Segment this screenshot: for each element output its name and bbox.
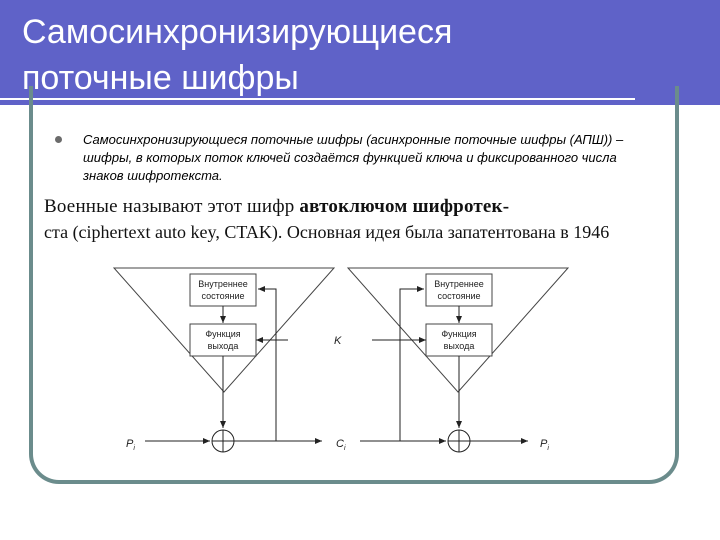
left-func-label-2: выхода [208, 341, 239, 351]
left-cipher-unit: Внутреннее состояние Функция выхода [112, 267, 336, 453]
right-func-label-2: выхода [444, 341, 475, 351]
right-plaintext-label: Pi [540, 438, 549, 452]
right-feedback-arrow [399, 286, 424, 441]
title-underline [0, 98, 635, 100]
slide-title-line1: Самосинхронизирующиеся [22, 13, 453, 51]
left-state-label-1: Внутреннее [198, 279, 248, 289]
left-state-label-2: состояние [201, 291, 244, 301]
key-label: K [334, 335, 342, 347]
right-func-label-1: Функция [441, 329, 476, 339]
right-triangle [346, 267, 570, 393]
right-func-box [425, 323, 493, 357]
left-triangle [112, 267, 336, 393]
left-plaintext-label: Pi [126, 438, 135, 452]
left-plaintext-sub: i [133, 445, 135, 452]
definition-text: Самосинхронизирующиеся поточные шифры (а… [83, 132, 624, 183]
scanned-text-line1-bold: автоключом шифротек- [299, 196, 510, 217]
ciphertext-sub: i [344, 445, 346, 452]
scanned-text-line2: ста (ciphertext auto key, CTAK). Основна… [44, 222, 610, 242]
scanned-text-line1-plain: Военные называют этот шифр [44, 196, 300, 217]
right-cipher-unit: Внутреннее состояние Функция выхода [346, 267, 570, 453]
content-frame [29, 86, 679, 484]
left-state-box [189, 273, 257, 307]
bullet-dot [55, 136, 62, 143]
ciphertext-letter: C [336, 438, 344, 450]
left-func-label-1: Функция [205, 329, 240, 339]
slide-title-line2: поточные шифры [22, 59, 299, 97]
left-feedback-arrow [258, 286, 277, 441]
right-state-label-2: состояние [437, 291, 480, 301]
scanned-text-line1: Военные называют этот шифр автоключом ши… [44, 196, 684, 218]
right-state-label-1: Внутреннее [434, 279, 484, 289]
frame-right-cap [675, 86, 679, 102]
right-plaintext-letter: P [540, 438, 548, 450]
frame-left-cap [29, 86, 33, 102]
left-plaintext-letter: P [126, 438, 134, 450]
title-band [0, 0, 720, 105]
ciphertext-label: Ci [336, 438, 346, 452]
right-plaintext-sub: i [547, 445, 549, 452]
